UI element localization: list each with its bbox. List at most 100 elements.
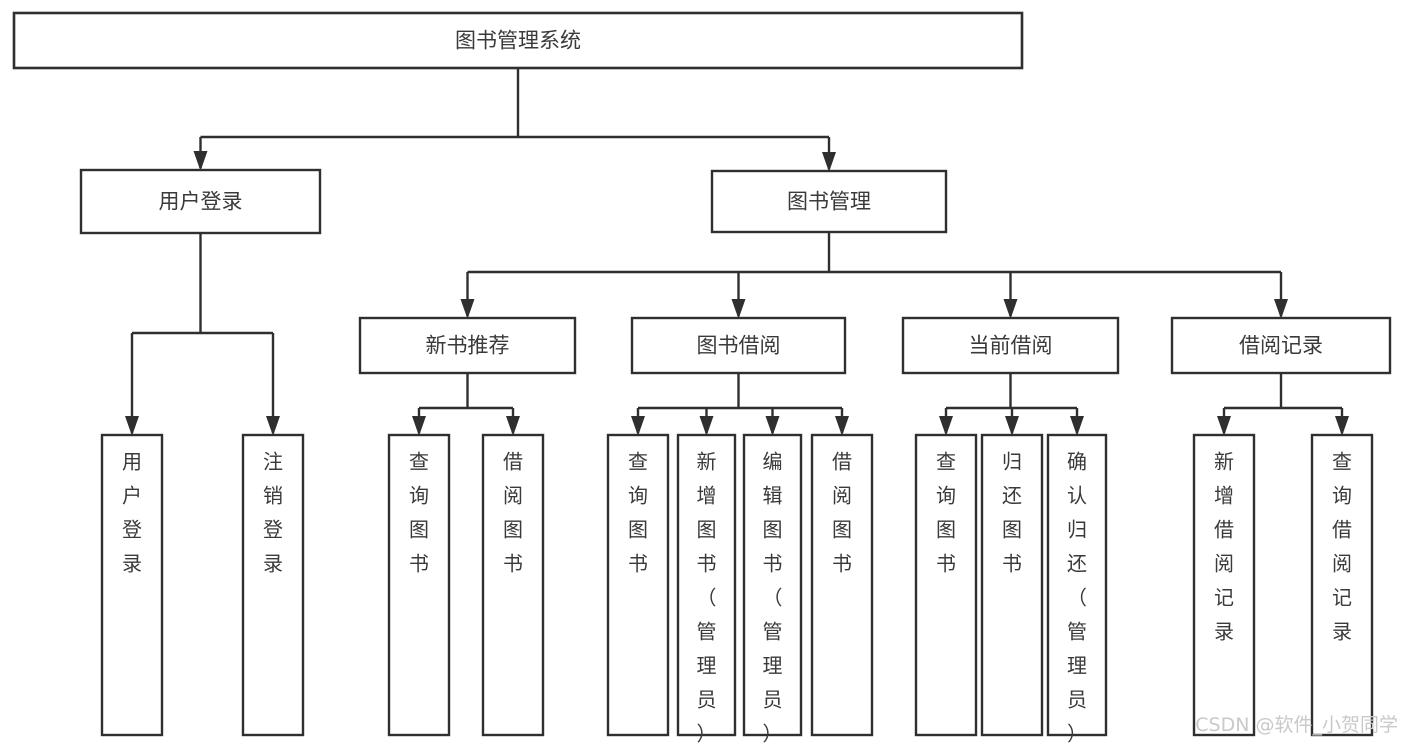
connector-group-l3_0 bbox=[412, 373, 520, 436]
node-label-char: 借 bbox=[1332, 518, 1352, 542]
node-label-char: 归 bbox=[1002, 450, 1022, 474]
node-box[interactable] bbox=[1046, 433, 1108, 737]
node-label: 用户登录 bbox=[159, 190, 243, 214]
arrow-head-icon bbox=[939, 416, 953, 436]
node-label-char: 书 bbox=[697, 552, 717, 576]
node-label-char: 借 bbox=[503, 450, 523, 474]
arrow-head-icon bbox=[1274, 299, 1288, 319]
node-box[interactable] bbox=[12, 11, 1024, 70]
node-leaf_0[interactable]: 用户登录 bbox=[100, 433, 164, 737]
node-label-char: 图 bbox=[697, 518, 717, 542]
node-label-char: 员 bbox=[1067, 688, 1087, 712]
arrow-head-icon bbox=[460, 299, 475, 319]
node-label-char: 录 bbox=[122, 552, 142, 576]
node-label-char: 阅 bbox=[1214, 552, 1234, 576]
node-box[interactable] bbox=[387, 433, 451, 737]
node-label-char: 书 bbox=[503, 552, 523, 576]
node-label-char: 借 bbox=[1214, 518, 1234, 542]
arrow-head-icon bbox=[1005, 416, 1019, 436]
node-box[interactable] bbox=[1170, 316, 1392, 375]
node-l3_1[interactable]: 图书借阅 bbox=[630, 316, 847, 375]
node-l3_0[interactable]: 新书推荐 bbox=[358, 316, 577, 375]
node-label-char: 录 bbox=[1214, 620, 1234, 644]
node-label-char: 图 bbox=[832, 518, 852, 542]
node-l2_1[interactable]: 图书管理 bbox=[710, 169, 948, 234]
node-label: 当前借阅 bbox=[969, 334, 1053, 358]
arrow-head-icon bbox=[835, 416, 849, 436]
arrow-head-icon bbox=[1335, 416, 1349, 436]
arrow-head-icon bbox=[631, 416, 645, 436]
connector-group-l3_2 bbox=[939, 373, 1084, 436]
arrow-head-icon bbox=[1003, 299, 1018, 319]
node-label-char: ） bbox=[1067, 722, 1087, 746]
node-box[interactable] bbox=[358, 316, 577, 375]
node-box[interactable] bbox=[100, 433, 164, 737]
node-box[interactable] bbox=[481, 433, 545, 737]
arrow-head-icon bbox=[765, 416, 780, 436]
node-label-char: 书 bbox=[628, 552, 648, 576]
node-label-char: 新 bbox=[1214, 450, 1234, 474]
node-label-char: 用 bbox=[122, 450, 142, 474]
node-box[interactable] bbox=[79, 168, 322, 235]
csdn-watermark: CSDN @软件_小贺同学 bbox=[1195, 714, 1398, 736]
node-label-char: 阅 bbox=[503, 484, 523, 508]
node-box[interactable] bbox=[606, 433, 670, 737]
node-label-char: 还 bbox=[1067, 552, 1087, 576]
node-box[interactable] bbox=[914, 433, 978, 737]
node-label-char: 编 bbox=[763, 450, 783, 474]
node-label-char: 书 bbox=[409, 552, 429, 576]
node-label-char: ） bbox=[697, 722, 717, 746]
node-label-char: 登 bbox=[122, 518, 142, 542]
node-label-char: 增 bbox=[697, 484, 717, 508]
node-label-char: 询 bbox=[628, 484, 648, 508]
node-label-char: 管 bbox=[697, 620, 717, 644]
node-box[interactable] bbox=[676, 433, 737, 737]
node-label-char: 员 bbox=[697, 688, 717, 712]
arrow-head-icon bbox=[1217, 416, 1231, 436]
node-box[interactable] bbox=[630, 316, 847, 375]
node-label: 新书推荐 bbox=[426, 334, 510, 358]
node-box[interactable] bbox=[241, 433, 305, 737]
node-label-char: 确 bbox=[1067, 450, 1087, 474]
node-label-char: 户 bbox=[122, 484, 142, 508]
node-box[interactable] bbox=[810, 433, 874, 737]
node-box[interactable] bbox=[901, 316, 1120, 375]
node-label-char: 理 bbox=[1067, 654, 1087, 678]
node-label-char: 管 bbox=[763, 620, 783, 644]
node-label-char: （ bbox=[1067, 586, 1087, 610]
node-label-char: （ bbox=[763, 586, 783, 610]
node-box[interactable] bbox=[980, 433, 1044, 737]
node-box[interactable] bbox=[742, 433, 803, 737]
node-root[interactable]: 图书管理系统 bbox=[12, 11, 1024, 70]
node-l3_2[interactable]: 当前借阅 bbox=[901, 316, 1120, 375]
node-label-char: 图 bbox=[409, 518, 429, 542]
node-boxes-layer: 图书管理系统用户登录图书管理新书推荐图书借阅当前借阅借阅记录用户登录注销登录查询… bbox=[12, 11, 1392, 746]
node-label-char: 记 bbox=[1332, 586, 1352, 610]
node-l2_0[interactable]: 用户登录 bbox=[79, 168, 322, 235]
arrow-head-icon bbox=[125, 416, 139, 436]
arrow-head-icon bbox=[506, 416, 520, 436]
node-box[interactable] bbox=[710, 169, 948, 234]
node-box[interactable] bbox=[1192, 433, 1256, 737]
node-label-char: 记 bbox=[1214, 586, 1234, 610]
node-label-char: 销 bbox=[263, 484, 283, 508]
node-label-char: 询 bbox=[409, 484, 429, 508]
connector-group-l3_1 bbox=[631, 373, 849, 436]
arrow-head-icon bbox=[1070, 416, 1084, 436]
node-l3_3[interactable]: 借阅记录 bbox=[1170, 316, 1392, 375]
connector-group-l2_0 bbox=[125, 233, 280, 436]
node-box[interactable] bbox=[1310, 433, 1374, 737]
